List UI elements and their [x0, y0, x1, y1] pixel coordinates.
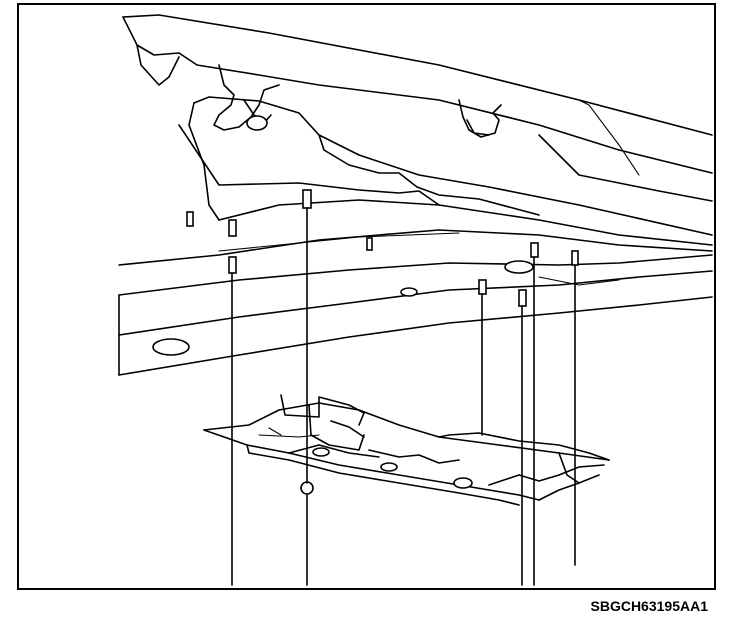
installation-guide-lines [231, 207, 576, 586]
vehicle-underbody [118, 14, 713, 376]
diagram-frame [17, 3, 716, 590]
figure-reference-code: SBGCH63195AA1 [590, 598, 709, 614]
underbody-shield-diagram [118, 14, 713, 586]
skid-plate-shield [203, 394, 610, 506]
